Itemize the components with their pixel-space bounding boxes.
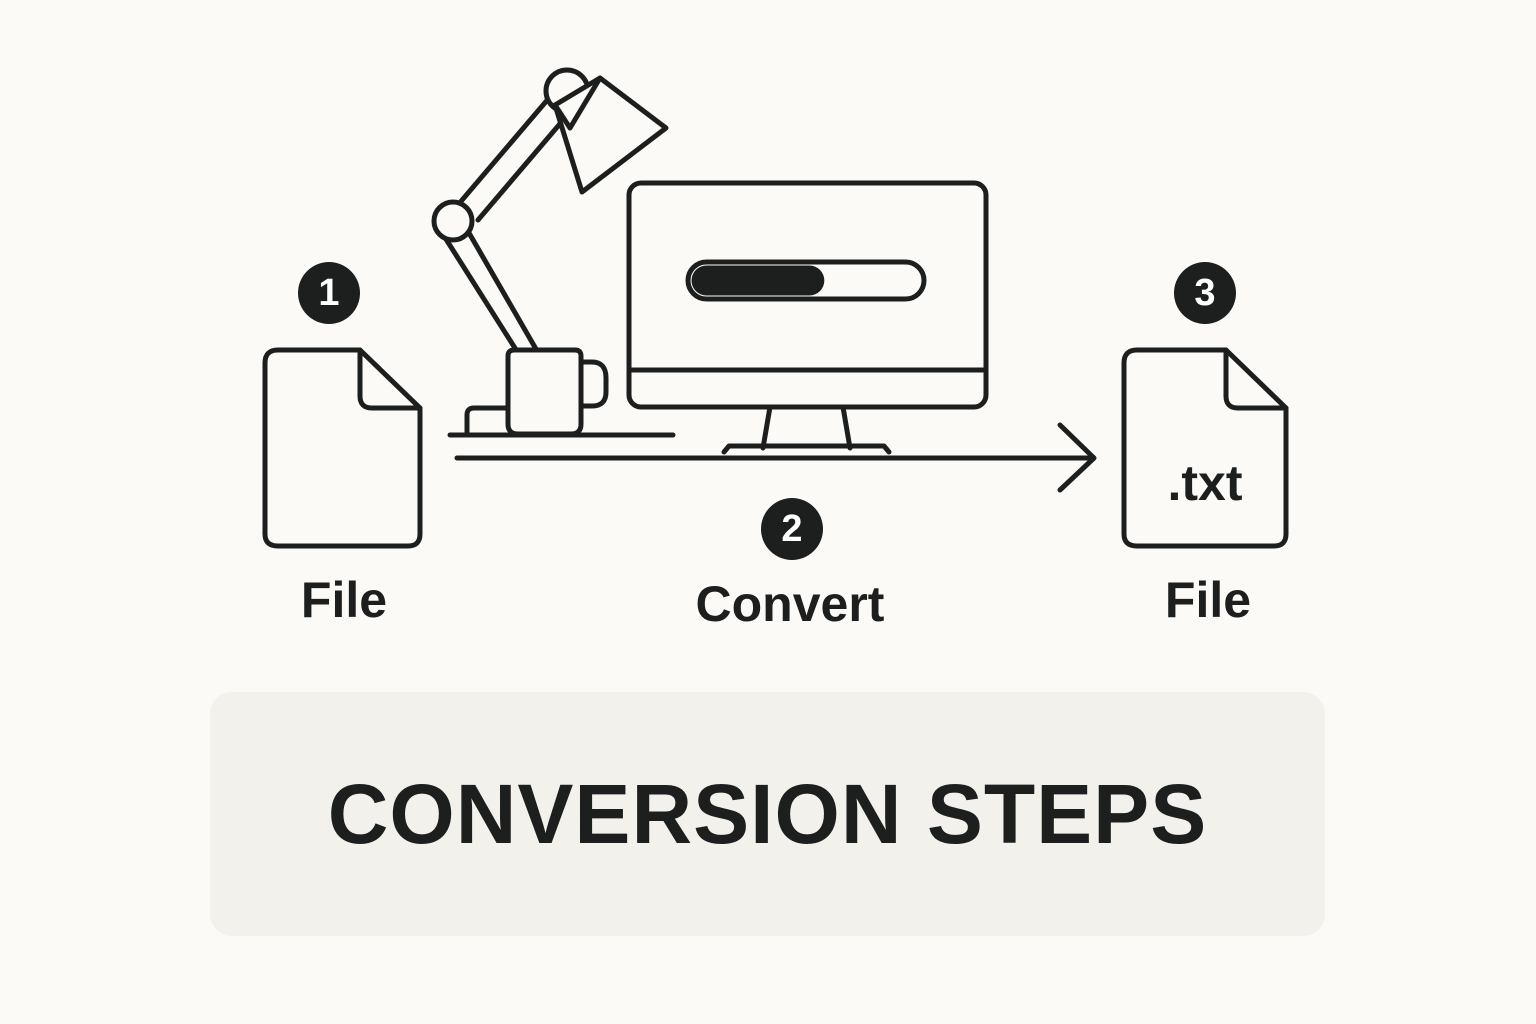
document-icon bbox=[262, 347, 423, 549]
desk-lamp-icon bbox=[431, 67, 669, 436]
step-2-badge: 2 bbox=[761, 498, 823, 560]
txt-extension-label: .txt bbox=[1167, 455, 1243, 511]
flow-arrow-icon bbox=[454, 422, 1097, 493]
step-2-label: Convert bbox=[695, 576, 885, 632]
conversion-progress-bar bbox=[685, 259, 927, 302]
title-panel: CONVERSION STEPS bbox=[210, 692, 1325, 936]
diagram-title: CONVERSION STEPS bbox=[327, 767, 1208, 861]
txt-document-icon bbox=[1121, 347, 1289, 549]
step-1-label: File bbox=[300, 572, 388, 628]
coffee-mug-icon bbox=[505, 347, 609, 437]
computer-monitor-icon bbox=[626, 180, 989, 455]
step-3-label: File bbox=[1164, 572, 1252, 628]
step-1-badge: 1 bbox=[298, 262, 360, 324]
progress-fill bbox=[691, 265, 825, 296]
step-3-badge: 3 bbox=[1174, 262, 1236, 324]
